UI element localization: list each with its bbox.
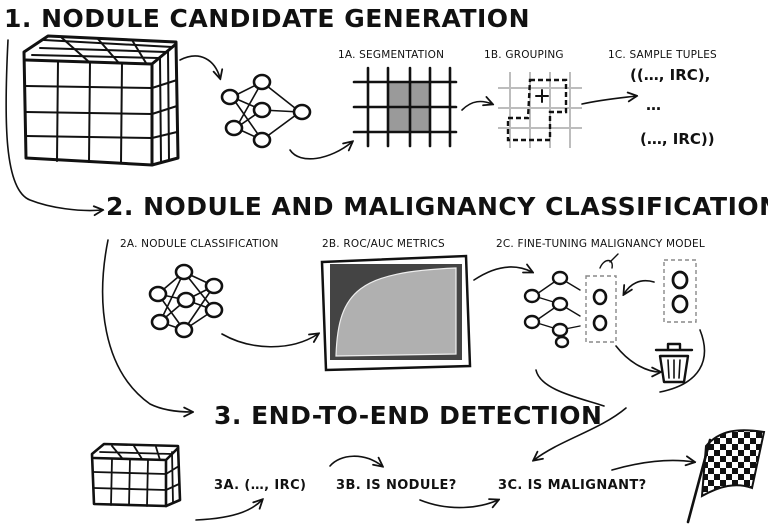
- tuple-last: (…, IRC)): [640, 130, 715, 148]
- stage2-title: 2. NODULE AND MALIGNANCY CLASSIFICATION: [106, 192, 768, 221]
- old-head-box: [663, 259, 697, 323]
- stage1-title: 1. NODULE CANDIDATE GENERATION: [4, 4, 530, 33]
- step-2a-label: 2A. NODULE CLASSIFICATION: [120, 238, 279, 250]
- stage3-title: 3. END-TO-END DETECTION: [214, 401, 602, 430]
- step-1a-label: 1A. SEGMENTATION: [338, 49, 444, 61]
- neural-network-icon: [220, 73, 312, 149]
- finetune-network-icon: [523, 270, 581, 349]
- neural-network-icon-2a: [148, 263, 224, 339]
- step-1c-label: 1C. SAMPLE TUPLES: [608, 49, 717, 61]
- segmentation-grid-icon: [352, 66, 458, 148]
- new-head-box: [585, 275, 617, 343]
- grouping-grid-icon: [498, 72, 582, 148]
- step-2c-label: 2C. FINE-TUNING MALIGNANCY MODEL: [496, 238, 705, 250]
- step-3b-label: 3B. IS NODULE?: [336, 478, 457, 493]
- ct-volume-icon-small: [90, 442, 182, 508]
- ct-volume-icon: [22, 34, 180, 167]
- tuple-ellipsis: …: [646, 96, 661, 114]
- step-3a-label: 3A. (…, IRC): [214, 478, 306, 493]
- tuple-first: ((…, IRC),: [630, 66, 710, 84]
- roc-curve-icon: [320, 254, 472, 372]
- checkered-flag-icon: [686, 429, 766, 524]
- step-3c-label: 3C. IS MALIGNANT?: [498, 478, 647, 493]
- trash-can-icon: [654, 342, 694, 384]
- step-2b-label: 2B. ROC/AUC METRICS: [322, 238, 445, 250]
- step-1b-label: 1B. GROUPING: [484, 49, 564, 61]
